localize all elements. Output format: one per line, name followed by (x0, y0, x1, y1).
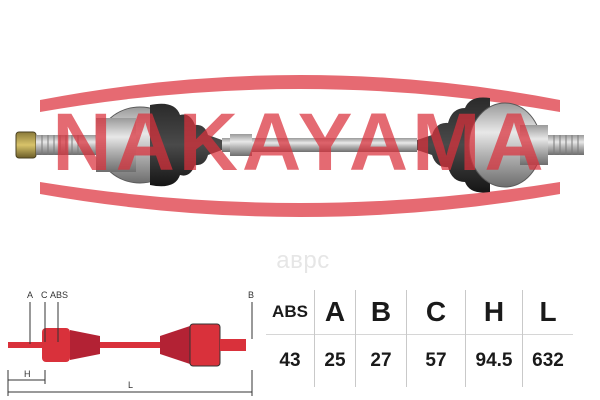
diagram-shaft (8, 323, 246, 367)
shaft-damper (230, 134, 252, 156)
right-boot (417, 97, 490, 193)
label-abs: ABS (50, 290, 68, 300)
label-l: L (128, 380, 133, 390)
spec-header-l: L (539, 296, 557, 327)
right-cv-neck (520, 125, 548, 165)
spec-value-b: 27 (355, 334, 407, 387)
spec-header-c: C (406, 290, 466, 335)
drive-shaft-photo: NAKAYAMA (15, 75, 584, 217)
label-a: A (27, 290, 33, 300)
left-spline-ridges (41, 135, 79, 155)
spec-header-b: B (355, 290, 407, 335)
left-boot (150, 103, 222, 187)
spec-header-a: A (314, 290, 356, 335)
label-b: B (248, 290, 254, 300)
watermark-text: аврс (276, 247, 330, 274)
spec-value-l: 632 (522, 334, 573, 387)
spec-header-h: H (465, 290, 523, 335)
logo-arcs (40, 75, 560, 217)
spec-value-a: 25 (314, 334, 356, 387)
shaft (222, 138, 417, 152)
nakayama-logo: NAKAYAMA (52, 97, 547, 188)
spec-header-row: ABS A B C H L (266, 290, 573, 335)
spec-header-abs: ABS (266, 290, 315, 335)
right-spline-ridges (553, 135, 579, 155)
left-cv-neck (96, 118, 136, 172)
svg-text:NAKAYAMA: NAKAYAMA (52, 97, 547, 188)
dimension-diagram: A C ABS B H L (7, 290, 254, 396)
spec-value-h: 94.5 (465, 334, 523, 387)
left-nut (15, 131, 37, 159)
label-h: H (24, 369, 31, 379)
spec-table: ABS A B C H L 43 25 27 57 94.5 632 (266, 290, 573, 387)
spec-value-abs: 43 (266, 334, 315, 387)
dimension-lines (7, 302, 253, 396)
label-c: C (41, 290, 48, 300)
spec-value-c: 57 (406, 334, 466, 387)
spec-value-row: 43 25 27 57 94.5 632 (266, 334, 573, 387)
